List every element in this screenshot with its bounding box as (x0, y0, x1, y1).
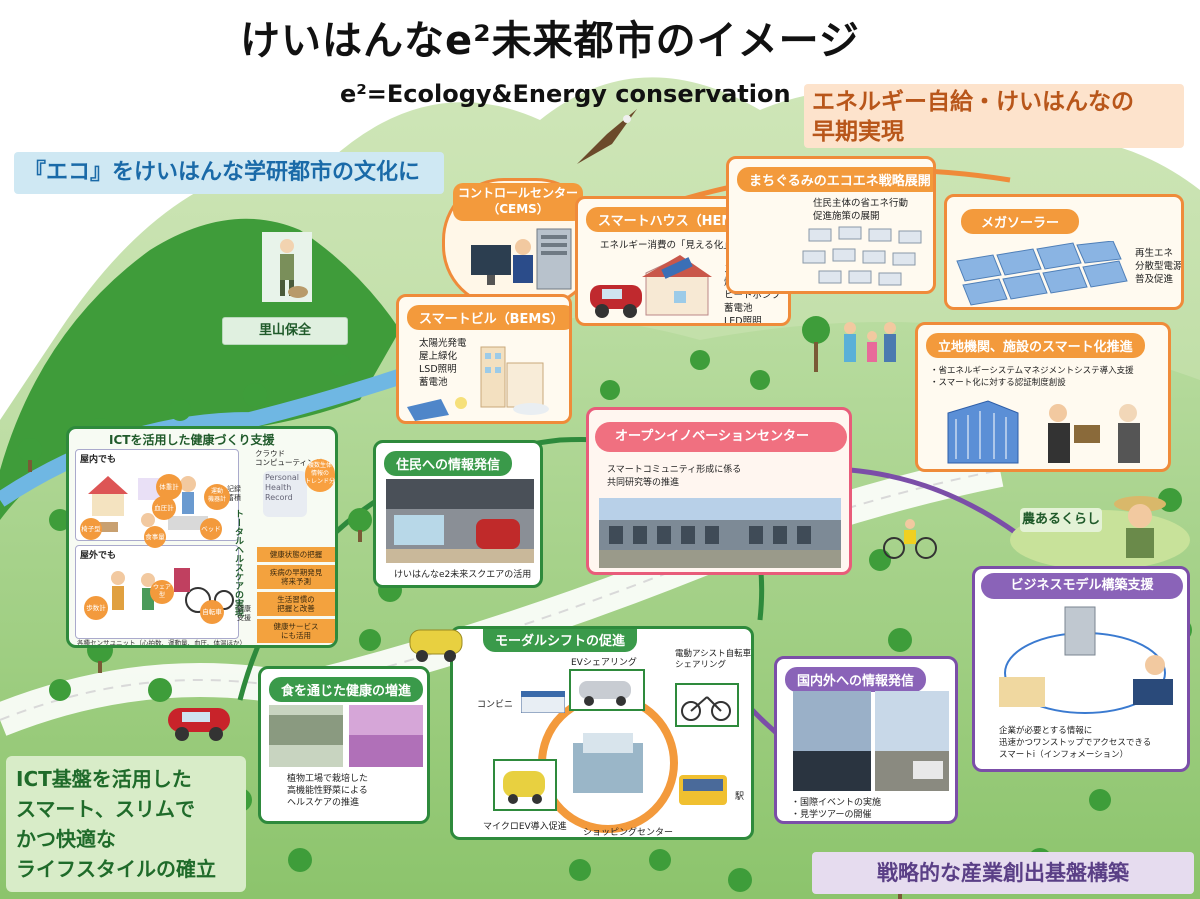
health-step: 健康状態の把握 (257, 547, 335, 562)
solar-panels-illustration (956, 241, 1128, 306)
event-photos (793, 691, 949, 791)
plant-factory-photos (269, 705, 423, 767)
tag-chair: 椅子型 (80, 518, 102, 540)
tag-pedometer: 歩数計 (84, 596, 108, 620)
town-eco-title: まちぐるみのエコエネ戦略展開 (737, 167, 933, 192)
info-global-title: 国内外への情報発信 (785, 667, 927, 692)
micro-car-illustration (409, 629, 463, 662)
exhibition-photo (386, 479, 534, 563)
open-innovation-panel: オープンイノベーションセンター スマートコミュニティ形成に係る 共同研究等の推進 (586, 407, 852, 575)
hems-caption: エネルギー消費の「見える化」「最適化」 (600, 240, 776, 251)
smart-house-illustration (590, 255, 712, 318)
mega-solar-panel: メガソーラー 再生エネ 分散型電源 普及促進 (944, 194, 1184, 310)
tag-bicycle: 自転車 (200, 600, 224, 624)
tag-bp: 血圧計 (152, 496, 176, 520)
station-label: 駅 (735, 792, 745, 802)
satoyama-label: 里山保全 (222, 317, 348, 345)
facility-title: 立地機関、施設のスマート化推進 (926, 333, 1145, 358)
train-illustration (679, 775, 727, 805)
residents-title: 住民への情報発信 (384, 451, 513, 476)
farmer-illustration (1114, 496, 1166, 558)
residents-panel: 住民への情報発信 けいはんなe2未来スクエアの活用 (373, 440, 543, 588)
bike-share-label: 電動アシスト自転車 シェアリング (675, 649, 752, 670)
red-ev-illustration (168, 708, 230, 741)
sensor-footer: 各種センサユニット（心拍数、運動量、血圧、体温ほか） (77, 639, 246, 647)
food-health-panel: 食を通じた健康の増進 植物工場で栽培した 高機能性野菜による ヘルスケアの推進 (258, 666, 430, 824)
business-panel: ビジネスモデル構築支援 企業が必要とする情報に 迅速かつワンストップでアクセスで… (972, 566, 1190, 772)
banner-ict-lifestyle: ICT基盤を活用した スマート、スリムで かつ快適な ライフスタイルの確立 (6, 756, 246, 892)
business-title: ビジネスモデル構築支援 (981, 573, 1183, 599)
business-items: 企業が必要とする情報に 迅速かつワンストップでアクセスできる スマートi（インフ… (999, 726, 1152, 760)
total-healthcare-label: トータルヘルスケアの実現 (233, 509, 243, 617)
operator-computer-illustration (471, 228, 572, 290)
micro-ev-photo (493, 759, 557, 811)
ev-share-label: EVシェアリング (571, 658, 637, 668)
tag-meal: 食事量 (144, 526, 166, 548)
health-step: 生活習慣の 把握と改善 (257, 592, 335, 616)
ev-share-photo (569, 669, 645, 711)
town-eco-items: 住民主体の省エネ行動 促進施策の展開 (813, 198, 909, 222)
banner-energy-self: エネルギー自給・けいはんなの 早期実現 (804, 84, 1184, 148)
facility-items: ・省エネルギーシステムマネジメントシステ導入支援 ・スマート化に対する認証制度創… (930, 366, 1134, 388)
cems-title: コントロールセンター （CEMS） (453, 183, 583, 221)
health-steps: 健康状態の把握 疾病の早期発見 将来予測 生活習慣の 把握と改善 健康サービス … (257, 547, 335, 643)
tag-exercise: 運動 機器計 (204, 484, 230, 510)
trend-badge: 複数生体 情報の トレンド分析 (305, 459, 335, 492)
bems-items: 太陽光発電 屋上緑化 LSD照明 蓄電池 (419, 338, 467, 388)
network-illustration (999, 606, 1173, 714)
mega-solar-items: 再生エネ 分散型電源 普及促進 (1135, 248, 1183, 285)
building-handshake-illustration (947, 400, 1140, 464)
agri-label: 農あるくらし (1020, 508, 1102, 532)
residents-caption: けいはんなe2未来スクエアの活用 (394, 570, 532, 580)
ict-health-title: ICTを活用した健康づくり支援 (109, 433, 275, 447)
bike-share-photo (675, 683, 739, 727)
banner-industry: 戦略的な産業創出基盤構築 (812, 852, 1194, 894)
record-label: 記録 蓄積 (227, 485, 241, 502)
tag-bed: ベッド (200, 518, 222, 540)
food-health-title: 食を通じた健康の増進 (269, 677, 424, 702)
modal-shift-panel: モーダルシフトの促進 EVシェアリング 電動アシスト自転車 シェアリング コンビ… (450, 626, 754, 840)
cems-panel: コントロールセンター （CEMS） (442, 178, 598, 308)
micro-ev-label: マイクロEV導入促進 (483, 822, 567, 832)
bird-illustration (577, 109, 637, 164)
bems-title: スマートビル（BEMS） (407, 305, 569, 330)
tag-wear: ウェア 型 (150, 580, 174, 604)
facility-panel: 立地機関、施設のスマート化推進 ・省エネルギーシステムマネジメントシステ導入支援… (915, 322, 1171, 472)
health-step: 健康サービス にも活用 (257, 619, 335, 643)
open-innovation-title: オープンイノベーションセンター (595, 422, 847, 452)
page-title: けいはんなe²未来都市のイメージ (240, 18, 860, 64)
satoyama-person-illustration (262, 232, 312, 302)
banner-eco-culture: 『エコ』をけいはんな学研都市の文化に (14, 152, 444, 194)
bems-panel: スマートビル（BEMS） 太陽光発電 屋上緑化 LSD照明 蓄電池 (396, 294, 572, 424)
info-global-panel: 国内外への情報発信 ・国際イベントの実施 ・見学ツアーの開催 (774, 656, 958, 824)
food-health-items: 植物工場で栽培した 高機能性野菜による ヘルスケアの推進 (287, 774, 369, 808)
modal-shift-title: モーダルシフトの促進 (483, 629, 638, 652)
phr-box: Personal Health Record (263, 471, 307, 517)
convenience-store-illustration (521, 691, 565, 713)
info-global-items: ・国際イベントの実施 ・見学ツアーの開催 (791, 798, 882, 820)
tag-scale: 体重計 (156, 474, 182, 500)
innovation-center-photo (599, 498, 841, 568)
cyclist-illustration (883, 519, 937, 559)
cloud-phr-area: クラウド コンピューティング Personal Health Record 複数… (243, 449, 335, 531)
smart-building-illustration (407, 346, 549, 421)
support-label: 健康 支援 (237, 605, 251, 622)
eco-houses-illustration (802, 226, 922, 286)
page-subtitle: e²=Ecology&Energy conservation (340, 80, 791, 108)
family-illustration (802, 316, 896, 372)
mega-solar-title: メガソーラー (961, 209, 1080, 234)
health-step: 疾病の早期発見 将来予測 (257, 565, 335, 589)
shopping-label: ショッピングセンター (583, 828, 674, 838)
convenience-label: コンビニ (477, 700, 514, 710)
open-innovation-items: スマートコミュニティ形成に係る 共同研究等の推進 (607, 465, 742, 488)
town-eco-panel: まちぐるみのエコエネ戦略展開 住民主体の省エネ行動 促進施策の展開 (726, 156, 936, 294)
